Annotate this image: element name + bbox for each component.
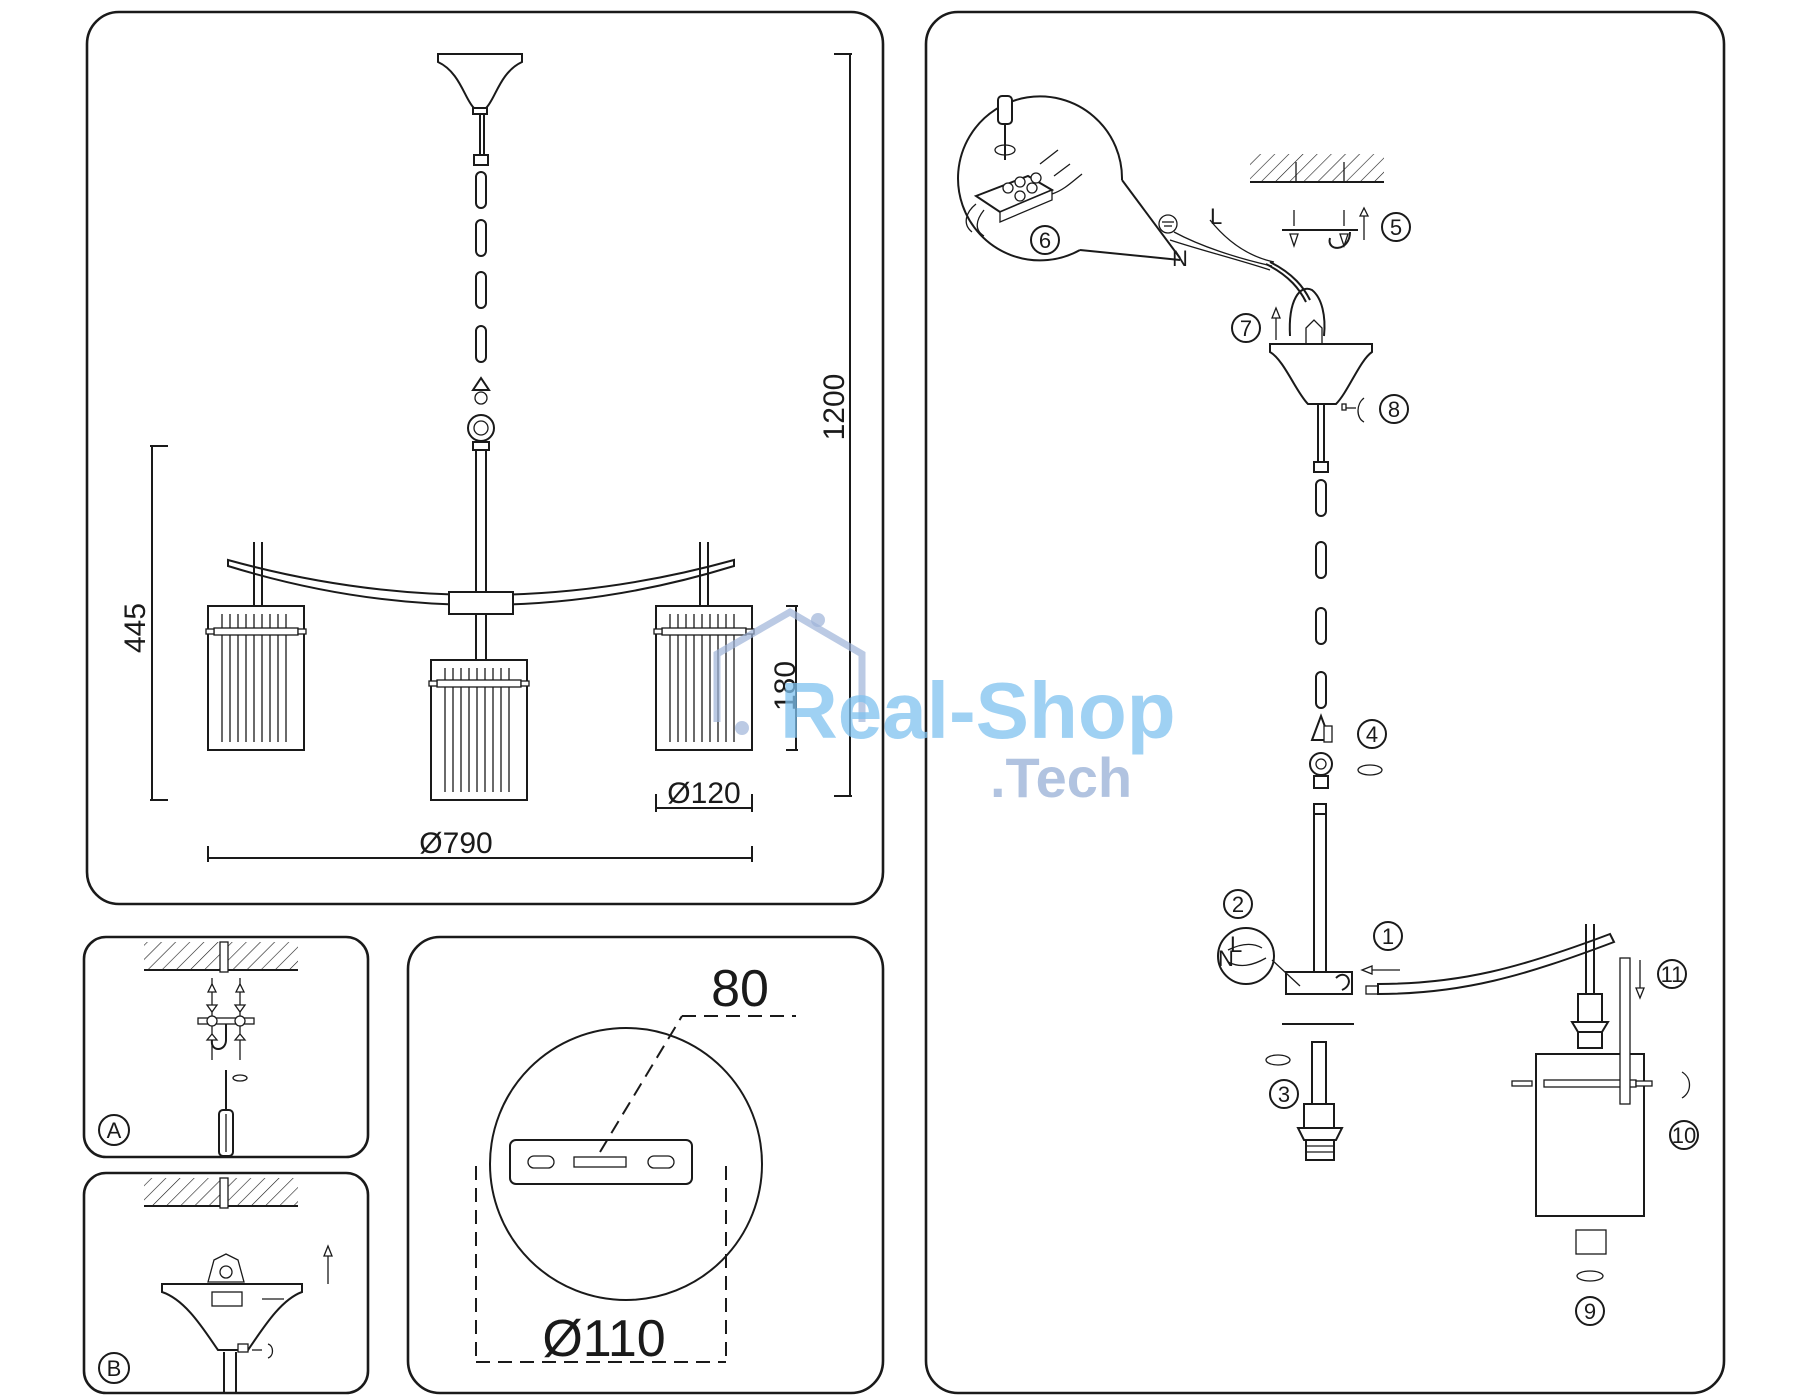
panel-mounting-b [82,1171,370,1395]
panel-dimensions [85,10,885,906]
mounting-b-drawing [144,1177,333,1393]
supply-wires [1169,219,1311,303]
step-10-marker [1669,1120,1699,1150]
step-3-label: 3 [1278,1082,1290,1107]
panel-a-marker [98,1114,130,1146]
canopy-assembly [1269,287,1373,411]
dim-bracket-spacing: 80 [711,960,769,1018]
rotate-icon-3 [1265,1054,1291,1066]
earth-icon [1158,214,1178,234]
panel-a-label: A [107,1118,122,1143]
dim-canopy-diameter: Ø110 [542,1310,665,1368]
chandelier-front-view [205,53,755,801]
step-6-label: 6 [1039,228,1051,253]
mini-wire-live: L [1230,932,1242,957]
dim-total-height: 1200 [818,374,851,441]
canopy-bracket-drawing [475,1015,796,1363]
shade-center [428,659,530,801]
shade-assembly [1511,924,1691,1255]
watermark-line2: .Tech [990,746,1132,809]
step-6-marker [1030,225,1060,255]
mounting-a-drawing [144,941,298,1157]
rotate-icon-9 [1576,1270,1604,1282]
step-8-label: 8 [1388,397,1400,422]
dim-shade-height: 180 [769,661,802,711]
dimension-lines [150,53,852,862]
dim-overall-diameter: Ø790 [419,827,492,860]
step-11-marker [1657,959,1687,989]
panel-b-label: B [107,1356,122,1381]
panel-assembly-steps [924,10,1726,1395]
watermark-line1: Real-Shop [780,666,1176,755]
step-7-marker [1231,313,1261,343]
step-5-label: 5 [1390,215,1402,240]
step-4-label: 4 [1366,722,1378,747]
rotate-icon-8 [1357,397,1365,423]
terminal-block-detail [957,95,1181,262]
step-4-marker [1357,719,1387,749]
arm-insert [1360,932,1616,996]
shade-left [205,605,307,751]
step-1-marker [1373,921,1403,951]
wire-neutral-label: N [1172,246,1188,271]
step-5-marker [1381,212,1411,242]
panel-canopy-bracket [406,935,885,1395]
central-rod [1282,803,1354,1025]
step-1-label: 1 [1382,924,1394,949]
step-10-label: 10 [1672,1123,1696,1148]
step-11-label: 11 [1661,962,1684,987]
step-8-marker [1379,394,1409,424]
panel-b-marker [98,1352,130,1384]
step-9-label: 9 [1584,1299,1596,1324]
rotate-icon-4 [1357,764,1383,776]
suspension-chain [1309,404,1333,789]
wire-live-label: L [1210,204,1222,229]
step-7-label: 7 [1240,316,1252,341]
dim-shade-diameter: Ø120 [667,777,740,810]
ceiling-hook [1250,154,1384,249]
socket-assembly [1296,1041,1344,1161]
step-2-label: 2 [1232,892,1244,917]
step-9-marker [1575,1296,1605,1326]
step-3-marker [1269,1079,1299,1109]
mini-wire-neutral: N [1218,946,1234,971]
dim-body-height: 445 [119,603,152,653]
watermark: Real-Shop .Tech [713,607,1176,809]
hub-wiring-detail [1217,927,1301,987]
step-2-marker [1223,889,1253,919]
